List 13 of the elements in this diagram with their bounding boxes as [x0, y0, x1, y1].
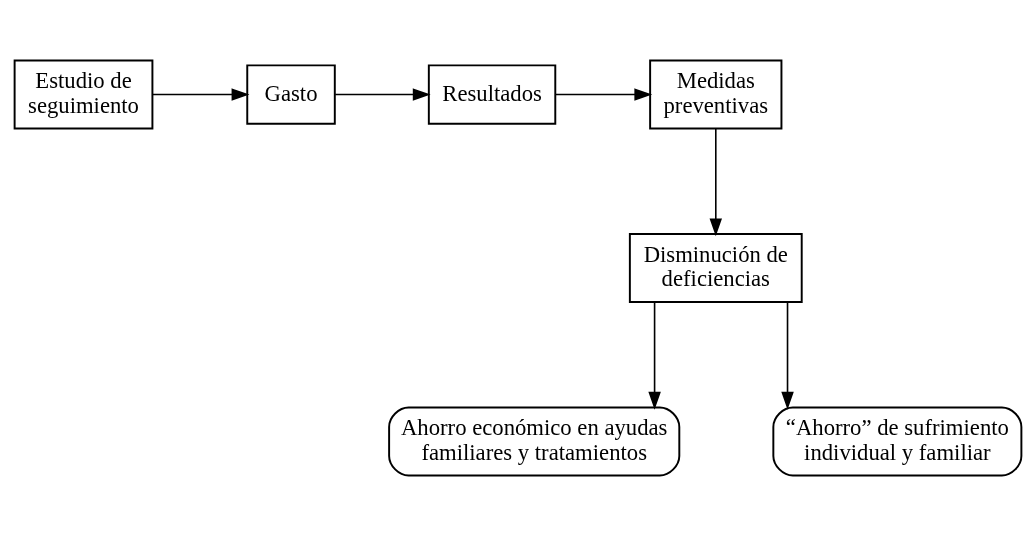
arrow [781, 301, 794, 410]
node-box: Medidas preventivas [649, 59, 783, 130]
arrow [554, 88, 653, 101]
arrow [709, 128, 723, 237]
node-box: Resultados [427, 64, 557, 125]
arrow [334, 88, 431, 101]
arrow [151, 88, 250, 101]
node-box: Ahorro económico en ayudas familiares y tratamientos [388, 406, 681, 477]
node-box: “Ahorro” de sufrimiento individual y familiar [772, 406, 1023, 477]
node-box: Estudio de seguimiento [13, 59, 154, 130]
node-box: Gasto [246, 64, 336, 125]
node-box: Disminución de deficiencias [628, 232, 803, 304]
arrow [648, 301, 661, 410]
